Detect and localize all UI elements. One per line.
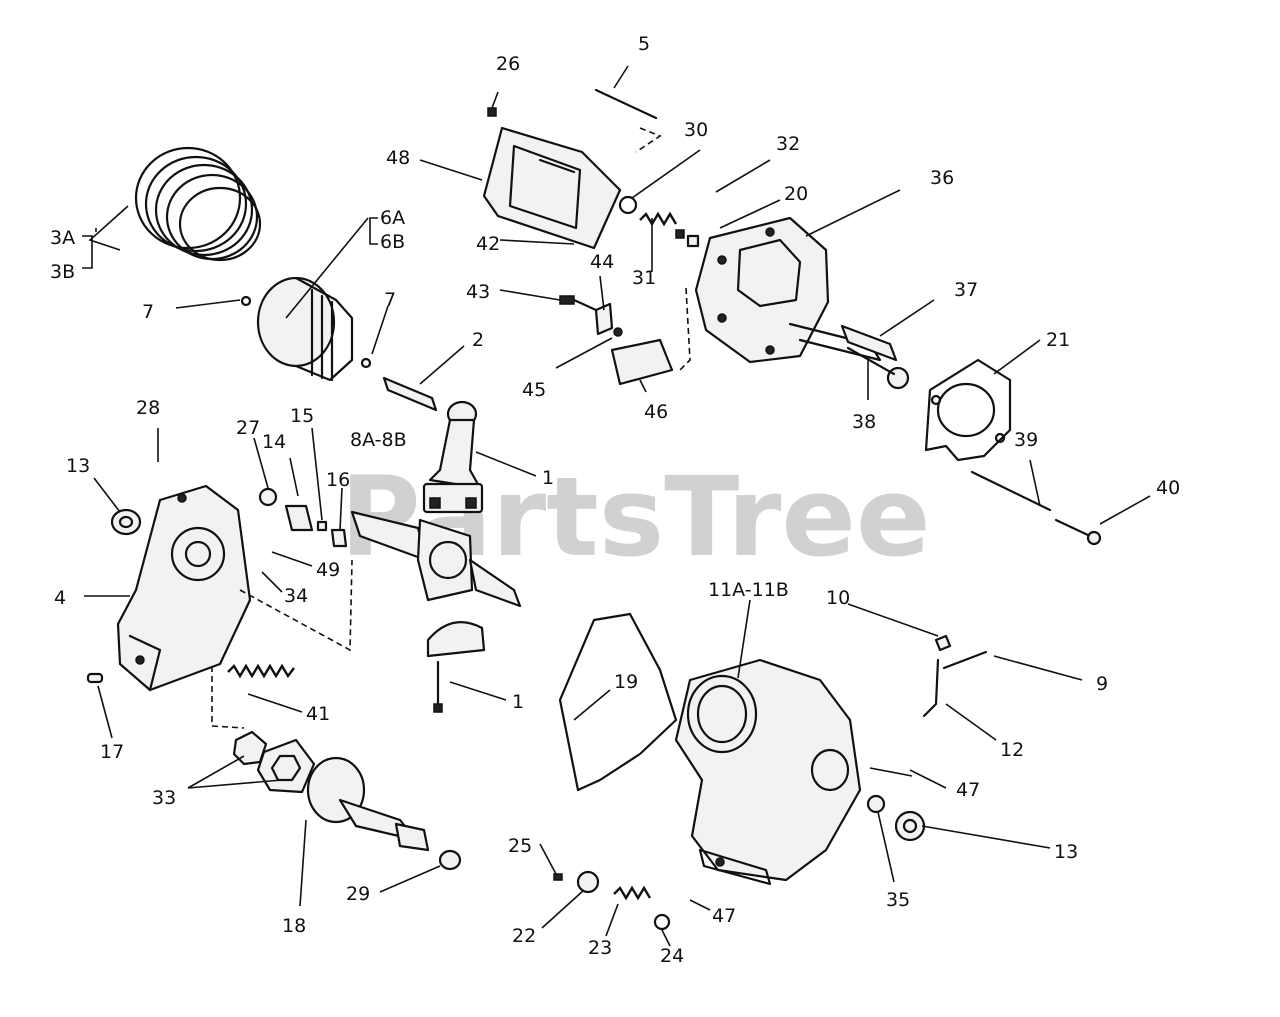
label-2: 2 — [472, 329, 484, 351]
leader-lines — [84, 65, 1151, 947]
head-bolt-drawing — [970, 470, 1102, 546]
right-bearing-drawing — [866, 794, 926, 842]
part-labels: 26 5 30 32 20 36 48 3A 3B 6A 6B 42 31 44… — [50, 33, 1180, 967]
label-25: 25 — [508, 835, 532, 857]
label-11: 11A-11B — [708, 579, 789, 601]
label-31: 31 — [632, 267, 656, 289]
label-16: 16 — [326, 469, 350, 491]
label-1b: 1 — [512, 691, 524, 713]
label-40: 40 — [1156, 477, 1180, 499]
label-7b: 7 — [384, 289, 396, 311]
label-28: 28 — [136, 397, 160, 419]
label-13b: 13 — [1054, 841, 1078, 863]
label-19: 19 — [614, 671, 638, 693]
label-33: 33 — [152, 787, 176, 809]
label-21: 21 — [1046, 329, 1070, 351]
bolt-26-drawing — [487, 107, 497, 117]
label-17: 17 — [100, 741, 124, 763]
label-9: 9 — [1096, 673, 1108, 695]
governor-gear-drawing — [232, 730, 316, 794]
label-1a: 1 — [542, 467, 554, 489]
piston-drawing — [256, 276, 354, 382]
label-14: 14 — [262, 431, 286, 453]
label-10: 10 — [826, 587, 850, 609]
piston-rings-drawing — [134, 146, 262, 262]
label-7a: 7 — [142, 301, 154, 323]
label-43: 43 — [466, 281, 490, 303]
washer-29-drawing — [438, 849, 462, 871]
label-48: 48 — [386, 147, 410, 169]
valve-cover-drawing — [482, 126, 622, 250]
rocker-pivot-parts-drawing — [559, 295, 674, 386]
label-42: 42 — [476, 233, 500, 255]
label-23: 23 — [588, 937, 612, 959]
label-38: 38 — [852, 411, 876, 433]
left-bearing-drawing — [110, 508, 142, 536]
valve-spring-parts-drawing — [618, 195, 700, 248]
label-46: 46 — [644, 401, 668, 423]
label-3a: 3A — [50, 227, 75, 249]
label-29: 29 — [346, 883, 370, 905]
label-4: 4 — [54, 587, 66, 609]
crankcase-cover-drawing — [116, 484, 252, 692]
label-39: 39 — [1014, 429, 1038, 451]
label-47b: 47 — [712, 905, 736, 927]
rod-cap-drawing — [426, 621, 486, 713]
label-24: 24 — [660, 945, 684, 967]
connecting-rod-drawing — [422, 400, 484, 514]
label-18: 18 — [282, 915, 306, 937]
pin-17-drawing — [86, 672, 104, 684]
label-12: 12 — [1000, 739, 1024, 761]
camshaft-drawing — [306, 756, 430, 852]
label-15: 15 — [290, 405, 314, 427]
label-49: 49 — [316, 559, 340, 581]
gear-shaft-small-parts-drawing — [258, 487, 348, 548]
crankshaft-drawing — [350, 510, 522, 608]
label-37: 37 — [954, 279, 978, 301]
alignment-lines — [211, 127, 691, 729]
label-36: 36 — [930, 167, 954, 189]
label-3b: 3B — [50, 261, 75, 283]
label-47a: 47 — [956, 779, 980, 801]
label-26: 26 — [496, 53, 520, 75]
label-30: 30 — [684, 119, 708, 141]
label-44: 44 — [590, 251, 614, 273]
label-13a: 13 — [66, 455, 90, 477]
bracket-6a-6b — [369, 217, 378, 245]
breather-parts-drawing — [553, 870, 671, 931]
label-34: 34 — [284, 585, 308, 607]
label-41: 41 — [306, 703, 330, 725]
label-45: 45 — [522, 379, 546, 401]
governor-spring-drawing — [227, 663, 295, 679]
label-32: 32 — [776, 133, 800, 155]
head-gasket-drawing — [924, 358, 1012, 462]
crankcase-drawing — [674, 658, 862, 886]
label-6a: 6A — [380, 207, 405, 229]
crankcase-gasket-drawing — [558, 612, 678, 792]
bracket-3a-3b — [82, 235, 93, 269]
bolt-5-drawing — [594, 88, 658, 120]
rocker-arm-drawing — [840, 324, 910, 390]
label-27: 27 — [236, 417, 260, 439]
label-22: 22 — [512, 925, 536, 947]
cylinder-head-drawing — [694, 216, 882, 364]
piston-pin-drawing — [240, 295, 438, 412]
label-6b: 6B — [380, 231, 405, 253]
label-20: 20 — [784, 183, 808, 205]
label-35: 35 — [886, 889, 910, 911]
label-8: 8A-8B — [350, 429, 407, 451]
label-5: 5 — [638, 33, 650, 55]
governor-arm-drawing — [922, 634, 988, 718]
